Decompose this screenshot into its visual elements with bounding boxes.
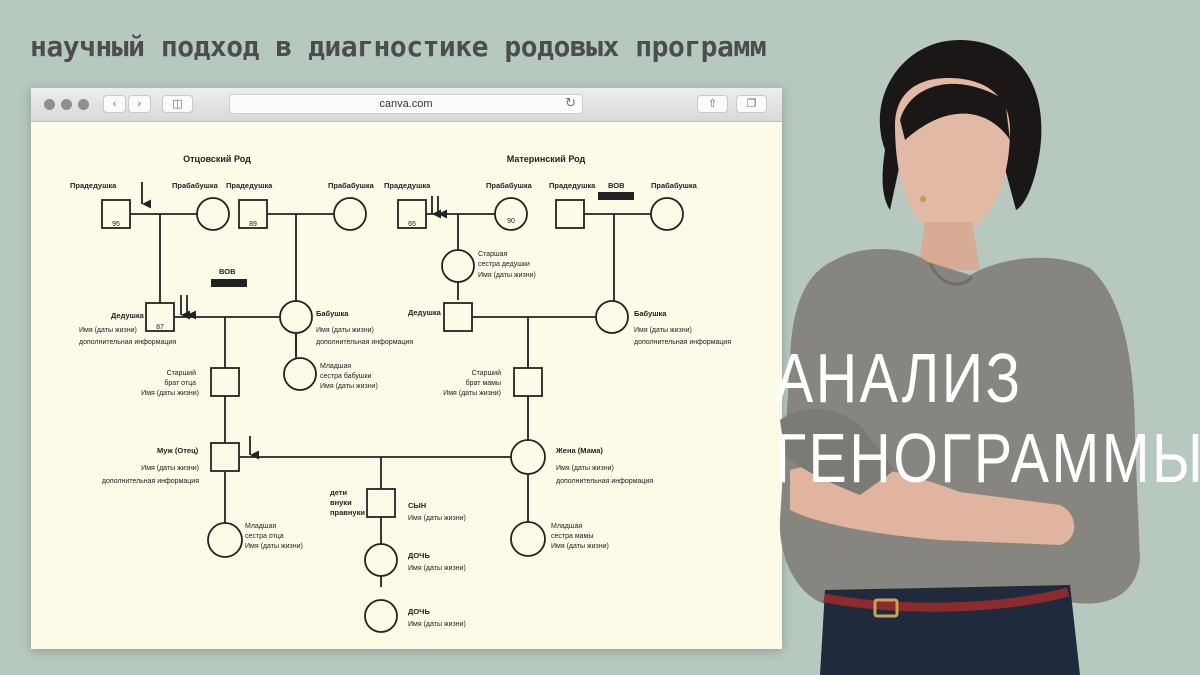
gm-p-line2: Имя (даты жизни) [316,327,374,334]
war-label-2: ВОВ [608,181,625,190]
mother-line3: дополнительная информация [556,478,653,485]
label-ggf4: Прадедушка [549,181,596,190]
mother-sister-circle [511,522,545,556]
m-bro-line2: брат мамы [466,379,501,387]
label-ggf2: Прадедушка [226,181,273,190]
mother-brother-square [514,368,542,396]
page-content: Отцовский Род Материнский Род Прадедушка… [31,122,782,649]
browser-toolbar: ‹ › ◫ canva.com ↻ ⇧ ❐ [31,88,782,122]
f-bro-line3: Имя (даты жизни) [141,390,199,397]
war-bar-2 [598,192,634,200]
label-d2: ДОЧЬ [408,607,430,616]
browser-window: ‹ › ◫ canva.com ↻ ⇧ ❐ [31,88,782,649]
label-ggm1: Прабабушка [172,181,219,190]
maternal-title: Материнский Род [507,154,586,164]
war-label-1: ВОВ [219,267,236,276]
f-sis-line1: Младшая [245,523,276,530]
age-ggf1: 95 [112,221,120,228]
great-grandmother-3-circle [495,198,527,230]
son-square [367,489,395,517]
m-sis-line2: сестра мамы [551,533,593,540]
d1-line2: Имя (даты жизни) [408,565,466,572]
label-d1: ДОЧЬ [408,551,430,560]
label-mother: Жена (Мама) [555,446,603,455]
label-gm-p: Бабушка [316,309,349,318]
f-bro-line1: Старший [167,369,196,377]
grandfather-sister-circle [442,250,474,282]
maternal-grandfather-square [444,303,472,331]
m-bro-line3: Имя (даты жизни) [443,390,501,397]
gm-m-line3: дополнительная информация [634,339,731,346]
label-gf-m: Дедушка [408,308,442,317]
age-ggf2: 89 [249,221,257,228]
label-ggm4: Прабабушка [651,181,698,190]
label-gf-p: Дедушка [111,311,145,320]
label-ggf1: Прадедушка [70,181,117,190]
son-line2: Имя (даты жизни) [408,515,466,522]
window-zoom-dot[interactable] [78,99,89,110]
window-minimize-dot[interactable] [61,99,72,110]
gf-p-line3: дополнительная информация [79,339,176,346]
label-father: Муж (Отец) [157,446,199,455]
label-ggm3: Прабабушка [486,181,533,190]
d2-line2: Имя (даты жизни) [408,621,466,628]
sidebar-icon[interactable]: ◫ [162,95,193,113]
maternal-grandmother-circle [596,301,628,333]
paternal-title: Отцовский Род [183,154,251,164]
label-kids-3: правнуки [330,508,365,517]
grandmother-sister-circle [284,358,316,390]
f-sis-line3: Имя (даты жизни) [245,543,303,550]
mother-circle [511,440,545,474]
mother-line2: Имя (даты жизни) [556,465,614,472]
share-icon[interactable]: ⇧ [697,95,728,113]
f-bro-line2: брат отца [164,379,196,387]
label-ggm2: Прабабушка [328,181,375,190]
f-sis-line2: сестра отца [245,533,284,540]
forward-icon[interactable]: › [128,95,151,113]
m-sis-line3: Имя (даты жизни) [551,543,609,550]
gm-sis-line3: Имя (даты жизни) [320,383,378,390]
age-ggf3: 65 [408,221,416,228]
title-line-2: ГЕНОГРАММЫ [775,423,1200,493]
m-bro-line1: Старший [472,369,501,377]
reload-icon[interactable]: ↻ [565,96,576,111]
gf-sis-line1: Старшая [478,251,507,258]
address-bar[interactable]: canva.com ↻ [229,94,583,114]
gf-p-line2: Имя (даты жизни) [79,327,137,334]
label-son: СЫН [408,501,426,510]
label-kids-2: внуки [330,498,352,507]
daughter-2-circle [365,600,397,632]
age-ggm3: 90 [507,218,515,225]
label-ggf3: Прадедушка [384,181,431,190]
gm-sis-line1: Младшая [320,363,351,370]
gm-sis-line2: сестра бабушки [320,372,372,380]
war-bar-1 [211,279,247,287]
father-line3: дополнительная информация [102,478,199,485]
url-text: canva.com [230,98,582,110]
paternal-grandmother-circle [280,301,312,333]
gf-sis-line3: Имя (даты жизни) [478,272,536,279]
gm-p-line3: дополнительная информация [316,339,413,346]
back-icon[interactable]: ‹ [103,95,126,113]
window-close-dot[interactable] [44,99,55,110]
father-square [211,443,239,471]
great-grandmother-2-circle [334,198,366,230]
headline: научный подход в диагностике родовых про… [30,30,766,63]
m-sis-line1: Младшая [551,523,582,530]
father-line2: Имя (даты жизни) [141,465,199,472]
title-line-1: АНАЛИЗ [775,343,1023,413]
great-grandmother-1-circle [197,198,229,230]
great-grandmother-4-circle [651,198,683,230]
gf-sis-line2: сестра дедушки [478,261,530,268]
father-sister-circle [208,523,242,557]
label-kids-1: дети [330,488,348,497]
age-gf-p: 87 [156,324,164,331]
daughter-1-circle [365,544,397,576]
genogram-diagram: Отцовский Род Материнский Род Прадедушка… [31,122,782,649]
father-brother-square [211,368,239,396]
gm-m-line2: Имя (даты жизни) [634,327,692,334]
label-gm-m: Бабушка [634,309,667,318]
great-grandfather-4-square [556,200,584,228]
